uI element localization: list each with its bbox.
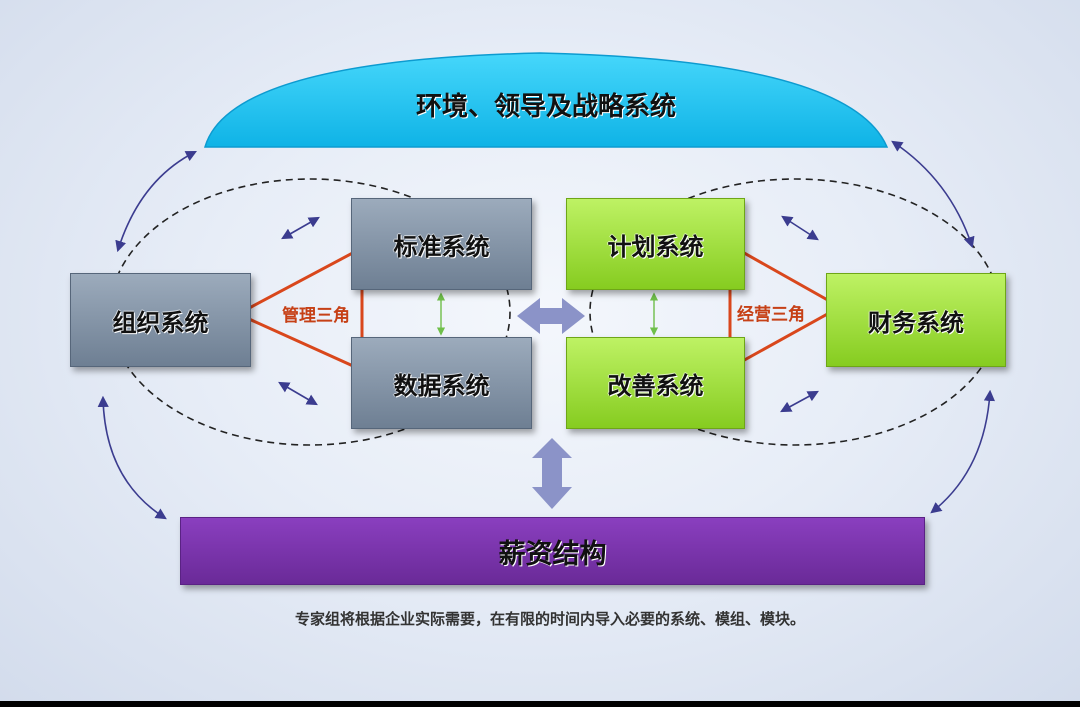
operation-triangle-label: 经营三角 [737,305,805,325]
small-arrow-upper-left [281,216,320,240]
salary-structure-box: 薪资结构 [180,517,925,585]
curve-arrow-finance-salary [930,389,996,514]
management-triangle [234,245,364,373]
org-system-label: 组织系统 [112,308,209,337]
small-arrow-upper-right [781,215,819,241]
management-triangle-label: 管理三角 [282,306,350,326]
finance-system-box: 财务系统 [826,273,1006,367]
big-arrow-vertical [532,438,572,509]
salary-structure-label: 薪资结构 [498,538,607,570]
banner-arch [204,52,889,148]
org-system-box: 组织系统 [70,273,251,367]
data-system-box: 数据系统 [351,337,532,429]
standard-system-box: 标准系统 [351,198,532,290]
plan-system-label: 计划系统 [607,232,704,261]
curve-arrow-banner-org [115,150,197,253]
big-arrow-horizontal [517,298,585,334]
improve-system-box: 改善系统 [566,337,745,429]
small-arrow-lower-right [780,390,819,413]
plan-system-box: 计划系统 [566,198,745,290]
standard-system-label: 标准系统 [393,232,490,261]
small-arrow-lower-left [278,381,318,406]
improve-system-label: 改善系统 [607,371,704,400]
banner-title: 环境、领导及战略系统 [415,91,676,122]
finance-system-label: 财务系统 [868,308,964,337]
curve-arrow-org-salary [97,395,167,520]
curve-arrow-banner-finance [891,140,975,249]
footnote-text: 专家组将根据企业实际需要，在有限的时间内导入必要的系统、模组、模块。 [294,610,805,628]
operation-triangle [728,242,844,371]
data-system-label: 数据系统 [393,371,490,400]
